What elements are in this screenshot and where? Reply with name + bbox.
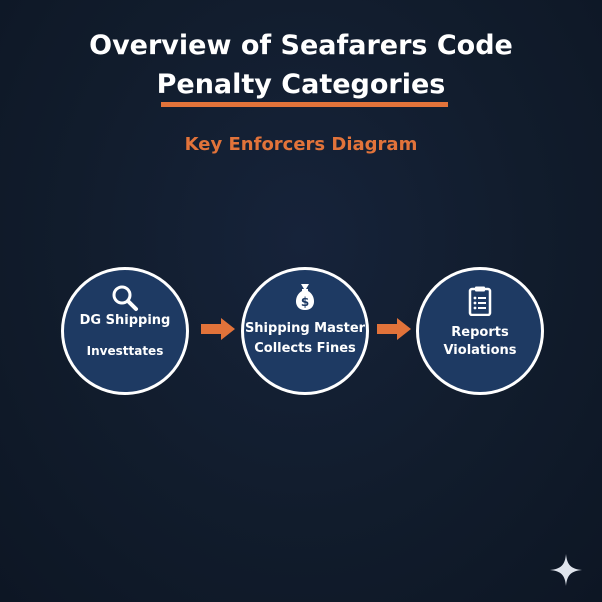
sparkle-icon bbox=[550, 554, 582, 586]
node-reports-violations: Reports Violations bbox=[416, 267, 544, 395]
node-1-line-2: Investtates bbox=[86, 344, 164, 358]
node-3-line-1: Reports bbox=[451, 325, 509, 340]
clipboard-icon bbox=[468, 286, 492, 316]
node-2-line-1: Shipping Master bbox=[244, 321, 366, 336]
title-underline bbox=[161, 102, 448, 107]
node-dg-shipping: DG Shipping Investtates bbox=[61, 267, 189, 395]
diagram-subtitle: Key Enforcers Diagram bbox=[184, 134, 418, 155]
node-shipping-master: $ Shipping Master Collects Fines bbox=[241, 267, 369, 395]
svg-text:$: $ bbox=[301, 295, 309, 309]
title-line-1: Overview of Seafarers Code bbox=[89, 30, 513, 61]
diagram-title: Overview of Seafarers Code Penalty Categ… bbox=[0, 26, 602, 104]
money-bag-icon: $ bbox=[295, 284, 315, 310]
magnifier-icon bbox=[112, 285, 138, 311]
arrow-right-icon bbox=[201, 318, 235, 340]
arrow-right-icon bbox=[377, 318, 411, 340]
node-3-line-2: Violations bbox=[443, 343, 517, 358]
node-2-line-2: Collects Fines bbox=[254, 341, 356, 356]
node-1-line-1: DG Shipping bbox=[79, 313, 171, 328]
title-line-2: Penalty Categories bbox=[156, 69, 446, 100]
